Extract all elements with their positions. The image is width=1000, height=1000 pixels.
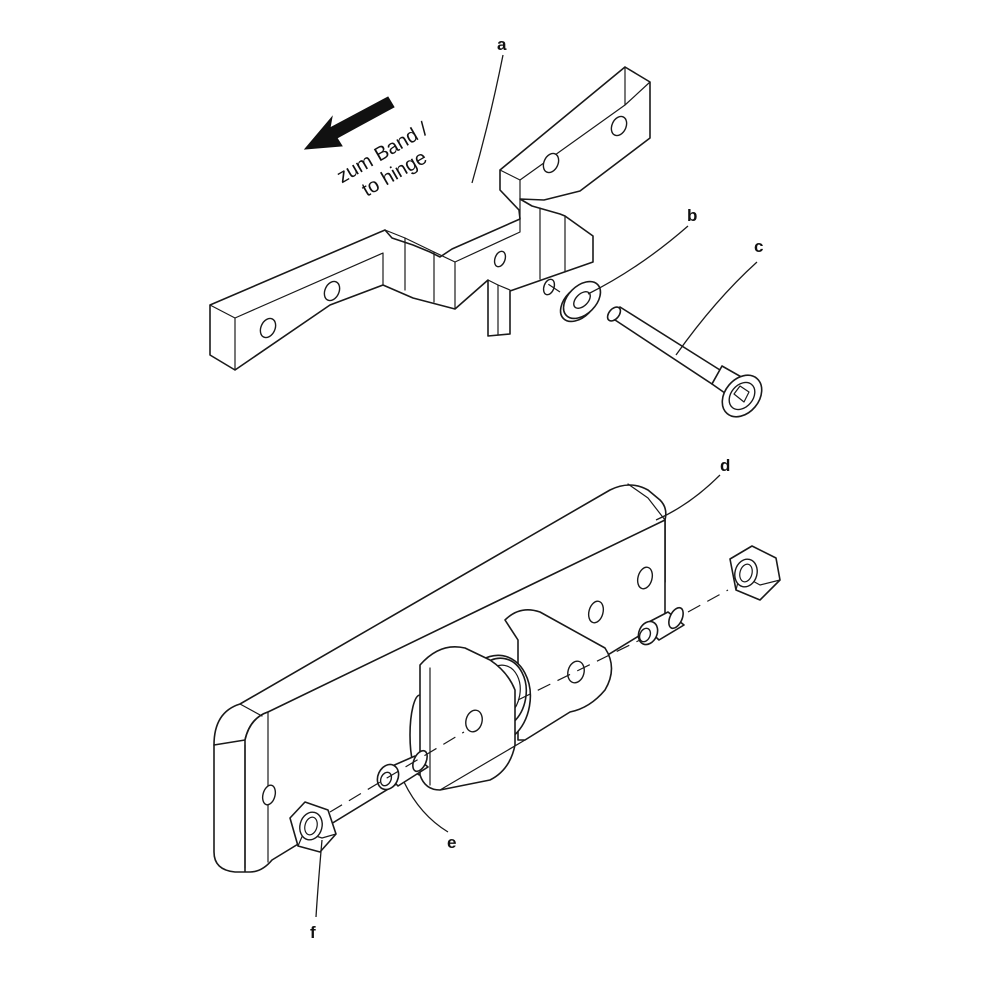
callout-e: e — [447, 833, 456, 852]
leader-line-a — [471, 54, 504, 184]
axis-line — [544, 281, 561, 293]
callout-d: d — [720, 456, 730, 475]
washer — [559, 280, 602, 323]
hex-nut-left — [289, 801, 337, 853]
callout-b: b — [687, 206, 697, 225]
axis-line — [687, 589, 729, 613]
leader-line-c — [675, 261, 758, 356]
callout-f: f — [310, 923, 316, 942]
leader-line-f — [315, 839, 323, 918]
leader-line-e — [403, 781, 449, 833]
set-screw-right — [637, 606, 685, 646]
axis-line — [517, 639, 641, 701]
leader-line-d — [655, 474, 721, 521]
callout-a: a — [497, 35, 507, 54]
direction-arrow-icon — [303, 96, 395, 150]
cap-screw — [606, 306, 763, 418]
hinge-fork — [409, 609, 613, 791]
leader-line-b — [587, 225, 689, 295]
callout-c: c — [754, 237, 763, 256]
hex-nut-right — [729, 545, 781, 601]
hinge-bracket — [209, 66, 651, 371]
axis-line — [329, 731, 465, 813]
